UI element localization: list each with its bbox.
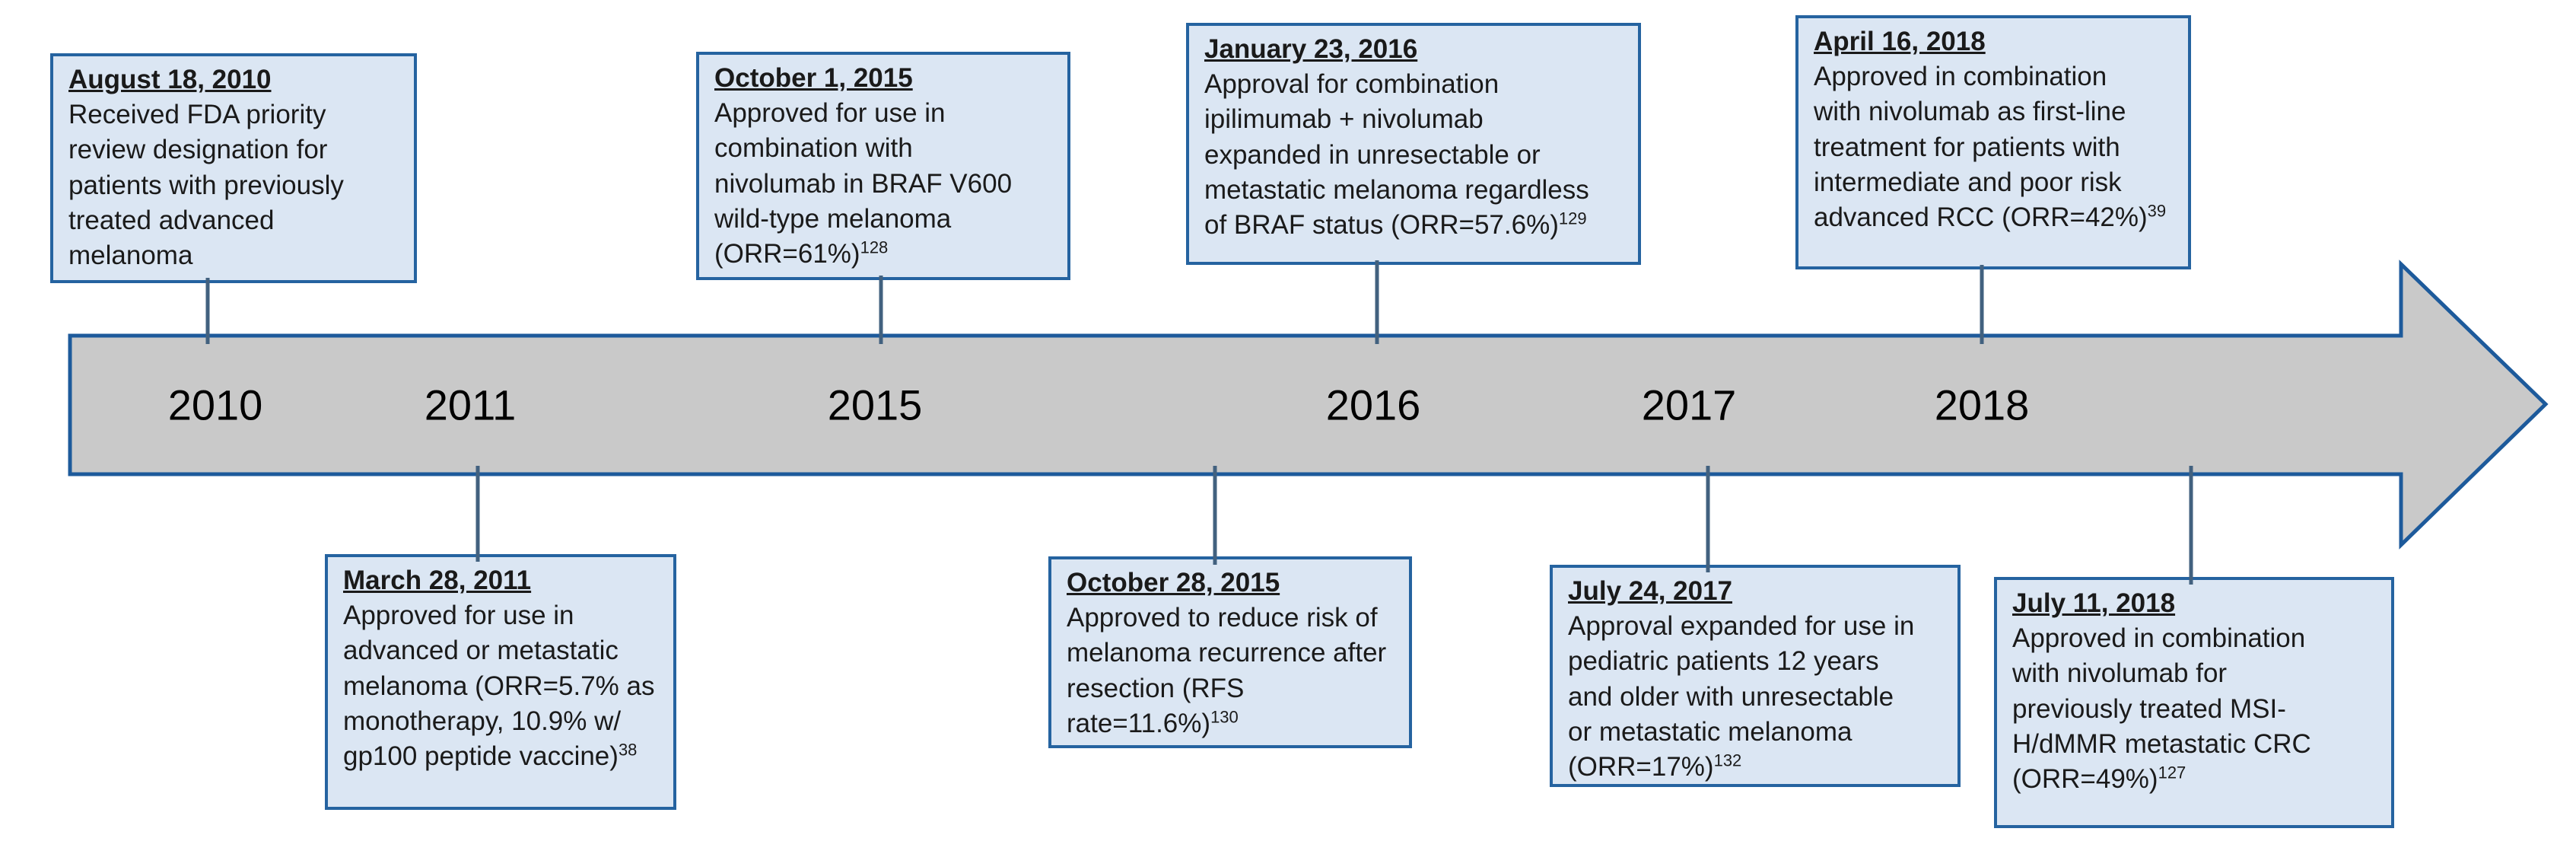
year-2016: 2016 xyxy=(1325,381,1421,429)
event-date: March 28, 2011 xyxy=(343,566,532,595)
event-description: Approved in combination with nivolumab f… xyxy=(2012,621,2376,797)
timeline-arrow xyxy=(68,260,2549,550)
event-date: January 23, 2016 xyxy=(1204,34,1418,64)
event-description-text: Approved for use in combination with niv… xyxy=(714,98,1013,269)
event-description-text: Received FDA priority review designation… xyxy=(68,100,344,270)
year-2015: 2015 xyxy=(827,381,923,429)
event-date: October 1, 2015 xyxy=(714,63,913,93)
year-2011: 2011 xyxy=(424,381,517,429)
event-box-apr-16-2018: April 16, 2018 Approved in combination w… xyxy=(1795,15,2191,269)
year-2017: 2017 xyxy=(1641,381,1737,429)
event-description: Approved to reduce risk of melanoma recu… xyxy=(1067,601,1394,741)
event-ref: 128 xyxy=(860,237,889,257)
event-description: Approved for use in advanced or metastat… xyxy=(343,598,658,774)
year-2010: 2010 xyxy=(167,381,263,429)
event-description-text: Approval for combination ipilimumab + ni… xyxy=(1204,69,1589,240)
event-description: Approved for use in combination with niv… xyxy=(714,96,1052,272)
event-description-text: Approved to reduce risk of melanoma recu… xyxy=(1067,603,1387,738)
event-ref: 38 xyxy=(618,740,638,760)
event-description-text: Approved in combination with nivolumab a… xyxy=(1814,62,2148,232)
event-box-oct-1-2015: October 1, 2015 Approved for use in comb… xyxy=(696,52,1070,280)
event-description: Approval for combination ipilimumab + ni… xyxy=(1204,67,1623,243)
event-ref: 129 xyxy=(1558,209,1587,228)
event-description-text: Approved in combination with nivolumab f… xyxy=(2012,623,2311,794)
event-box-aug-18-2010: August 18, 2010 Received FDA priority re… xyxy=(50,53,417,283)
year-2018: 2018 xyxy=(1934,381,2030,429)
event-ref: 130 xyxy=(1210,707,1239,727)
event-date: July 11, 2018 xyxy=(2012,588,2176,618)
event-box-jul-11-2018: July 11, 2018 Approved in combination wi… xyxy=(1994,577,2394,828)
event-ref: 39 xyxy=(2147,201,2167,221)
event-description: Received FDA priority review designation… xyxy=(68,97,399,273)
event-description: Approval expanded for use in pediatric p… xyxy=(1568,609,1942,785)
event-box-jul-24-2017: July 24, 2017 Approval expanded for use … xyxy=(1550,565,1961,787)
event-ref: 132 xyxy=(1713,750,1742,770)
event-date: August 18, 2010 xyxy=(68,65,272,94)
event-date: April 16, 2018 xyxy=(1814,27,1986,56)
event-box-jan-23-2016: January 23, 2016 Approval for combinatio… xyxy=(1186,23,1641,265)
event-box-mar-28-2011: March 28, 2011 Approved for use in advan… xyxy=(325,554,676,810)
event-description: Approved in combination with nivolumab a… xyxy=(1814,59,2173,235)
event-description-text: Approved for use in advanced or metastat… xyxy=(343,601,655,771)
event-date: October 28, 2015 xyxy=(1067,568,1280,597)
event-description-text: Approval expanded for use in pediatric p… xyxy=(1568,611,1915,782)
event-box-oct-28-2015: October 28, 2015 Approved to reduce risk… xyxy=(1048,556,1412,748)
event-ref: 127 xyxy=(2158,763,2186,782)
event-date: July 24, 2017 xyxy=(1568,576,1732,606)
